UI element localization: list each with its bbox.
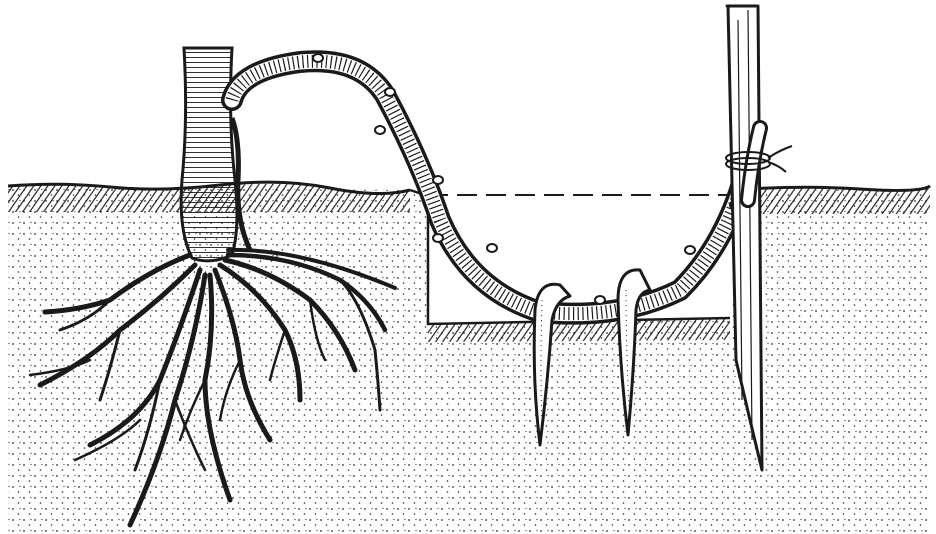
parent-trunk: [181, 48, 237, 261]
